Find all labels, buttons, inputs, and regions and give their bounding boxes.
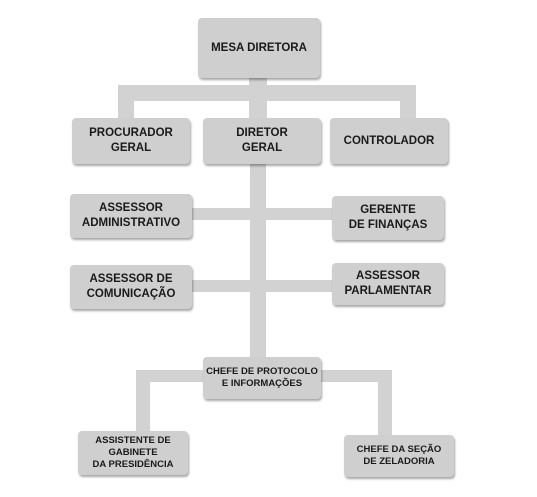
connector-bar <box>118 85 416 101</box>
connector-bar <box>250 162 266 360</box>
node-label-line: MESA DIRETORA <box>211 41 307 54</box>
connector-bar <box>190 280 334 292</box>
node-label-line: ASSISTENTE DE <box>95 435 171 446</box>
connector-bar <box>378 370 392 437</box>
node-procurador-geral: PROCURADOR GERAL <box>72 118 190 164</box>
node-assessor-parlamentar: ASSESSOR PARLAMENTAR <box>332 263 444 305</box>
node-label-line: DE FINANÇAS <box>348 219 428 231</box>
connector-bar <box>136 370 150 433</box>
connector-bar <box>136 370 204 382</box>
node-label-line: COMUNICAÇÃO <box>86 288 176 300</box>
node-label-line: DA PRESIDÊNCIA <box>92 459 174 470</box>
connector-bar <box>190 208 334 220</box>
node-label-line: GERAL <box>110 142 152 154</box>
node-label-line: PARLAMENTAR <box>344 285 432 297</box>
node-assessor-administrativo: ASSESSOR ADMINISTRATIVO <box>70 194 192 238</box>
node-label-line: GERENTE <box>360 204 416 216</box>
node-label-line: E INFORMAÇÕES <box>221 378 303 389</box>
node-label-line: DIRETOR <box>236 127 288 139</box>
node-label-line: ASSESSOR DE <box>89 273 173 285</box>
node-label-line: DE ZELADORIA <box>363 456 435 467</box>
node-label-line: PROCURADOR <box>89 127 173 139</box>
node-label-line: GABINETE <box>108 447 158 458</box>
node-mesa-diretora: MESA DIRETORA <box>198 18 320 78</box>
connector-bar <box>320 370 392 382</box>
node-label-line: CONTROLADOR <box>343 134 435 147</box>
node-label-line: CHEFE DA SEÇÃO <box>356 444 442 455</box>
node-label-line: ADMINISTRATIVO <box>81 217 181 229</box>
node-label-line: CHEFE DE PROTOCOLO <box>206 366 318 377</box>
node-diretor-geral: DIRETOR GERAL <box>203 118 321 164</box>
node-label-line: ASSESSOR <box>356 270 420 282</box>
connector-bar <box>118 85 134 121</box>
connector-bar <box>400 85 416 121</box>
node-controlador: CONTROLADOR <box>330 118 448 164</box>
node-label-line: GERAL <box>241 142 283 154</box>
node-label-line: ASSESSOR <box>99 202 163 214</box>
node-gerente-de-financas: GERENTE DE FINANÇAS <box>332 196 444 240</box>
node-assessor-de-comunicacao: ASSESSOR DE COMUNICAÇÃO <box>70 265 192 309</box>
